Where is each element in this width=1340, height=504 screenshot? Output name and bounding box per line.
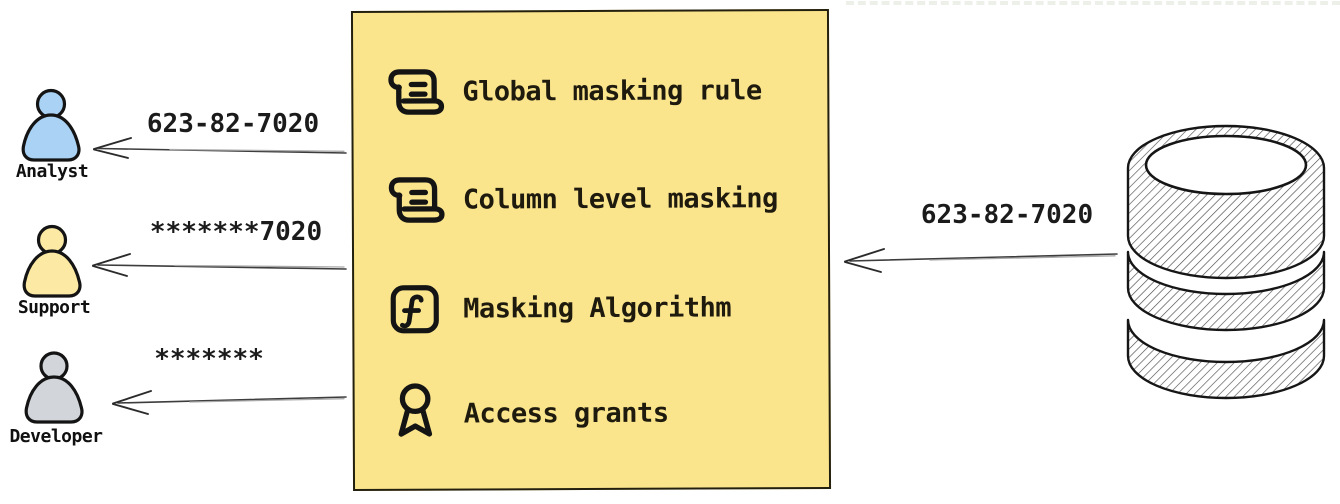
arrow-masking-to-support <box>92 253 347 277</box>
db-segment-middle <box>1126 250 1326 332</box>
masking-item-access-grants: Access grants <box>383 380 669 447</box>
support-person-icon <box>22 224 82 298</box>
scroll-icon <box>381 59 445 125</box>
award-icon <box>383 381 447 447</box>
flow-value-developer: ******* <box>154 344 264 374</box>
persona-support-label: Support <box>17 297 91 318</box>
flow-value-analyst: 623-82-7020 <box>146 109 320 139</box>
masking-item-label: Access grants <box>463 397 669 430</box>
dashed-border-fragment <box>846 1 1340 5</box>
persona-support: Support <box>18 224 91 318</box>
arrow-masking-to-analyst <box>93 137 347 159</box>
analyst-person-icon <box>21 88 81 162</box>
persona-head <box>39 351 69 381</box>
db-segment-bottom <box>1126 318 1326 400</box>
persona-developer: Developer <box>9 350 103 447</box>
masking-item-label: Masking Algorithm <box>463 291 732 325</box>
masking-item-algorithm: Masking Algorithm <box>382 274 731 342</box>
persona-body <box>21 113 81 162</box>
masking-item-global-rule: Global masking rule <box>381 57 762 125</box>
arrow-db-to-masking <box>844 248 1118 273</box>
developer-person-icon <box>24 351 84 424</box>
database-icon <box>1126 124 1326 400</box>
scroll-icon <box>382 167 446 233</box>
masking-item-label: Global masking rule <box>462 74 762 108</box>
persona-body <box>24 375 84 424</box>
flow-value-support: *******7020 <box>149 217 323 247</box>
arrow-masking-to-developer <box>112 390 347 415</box>
flow-value-database: 623-82-7020 <box>920 200 1094 230</box>
db-top-opening <box>1144 134 1308 196</box>
function-icon <box>382 276 446 342</box>
masking-item-label: Column level masking <box>462 182 778 216</box>
persona-analyst: Analyst <box>16 88 89 182</box>
masking-rules-panel: Global masking rule Column level masking <box>350 8 832 492</box>
masking-item-column-level: Column level masking <box>382 165 778 233</box>
persona-analyst-label: Analyst <box>15 161 89 182</box>
persona-developer-label: Developer <box>9 426 103 447</box>
persona-body <box>22 249 82 298</box>
db-segment-top <box>1126 124 1326 280</box>
